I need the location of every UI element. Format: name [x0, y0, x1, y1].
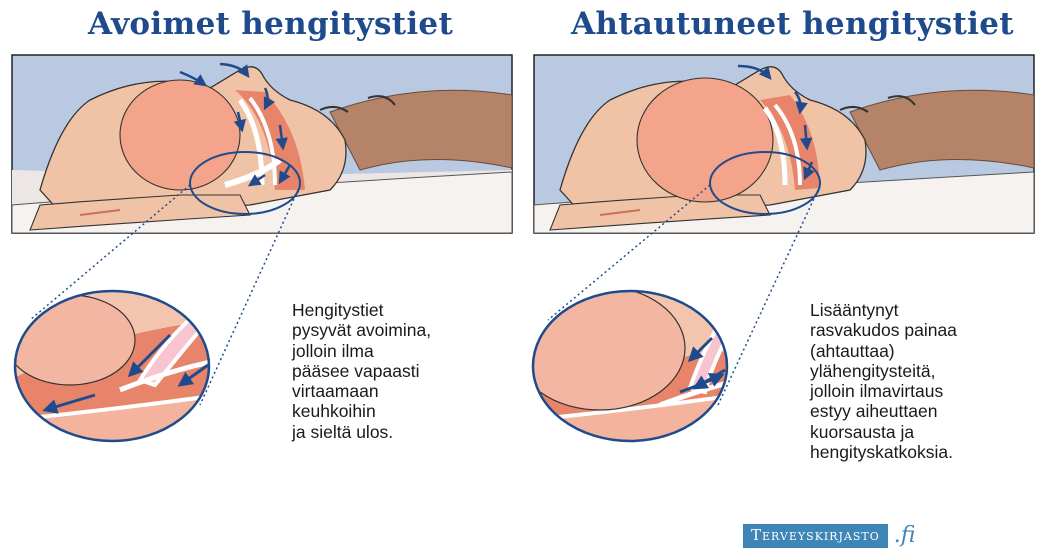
terveyskirjasto-logo: Terveyskirjasto .fi [743, 524, 915, 548]
description-line: keuhkoihin [292, 401, 502, 421]
description-line: Hengitystiet [292, 300, 502, 320]
description-line: jolloin ilmavirtaus [810, 381, 1040, 401]
description-line: ylähengitysteitä, [810, 361, 1040, 381]
description-line: pääsee vapaasti [292, 361, 502, 381]
description-line: kuorsausta ja [810, 422, 1040, 442]
open-airways-zoom [5, 290, 220, 450]
description-line: Lisääntynyt [810, 300, 1040, 320]
description-line: ja sieltä ulos. [292, 422, 502, 442]
description-line: jolloin ilma [292, 341, 502, 361]
logo-name: Terveyskirjasto [743, 524, 888, 548]
description-line: estyy aiheuttaen [810, 401, 1040, 421]
narrowed-airways-zoom [515, 286, 738, 450]
narrowed-airways-description: Lisääntynyt rasvakudos painaa (ahtauttaa… [810, 300, 1040, 462]
description-line: pysyvät avoimina, [292, 320, 502, 340]
logo-suffix: .fi [894, 525, 916, 547]
description-line: hengityskatkoksia. [810, 442, 1040, 462]
description-line: (ahtauttaa) [810, 341, 1040, 361]
description-line: rasvakudos painaa [810, 320, 1040, 340]
open-airways-description: Hengitystiet pysyvät avoimina, jolloin i… [292, 300, 502, 442]
description-line: virtaamaan [292, 381, 502, 401]
